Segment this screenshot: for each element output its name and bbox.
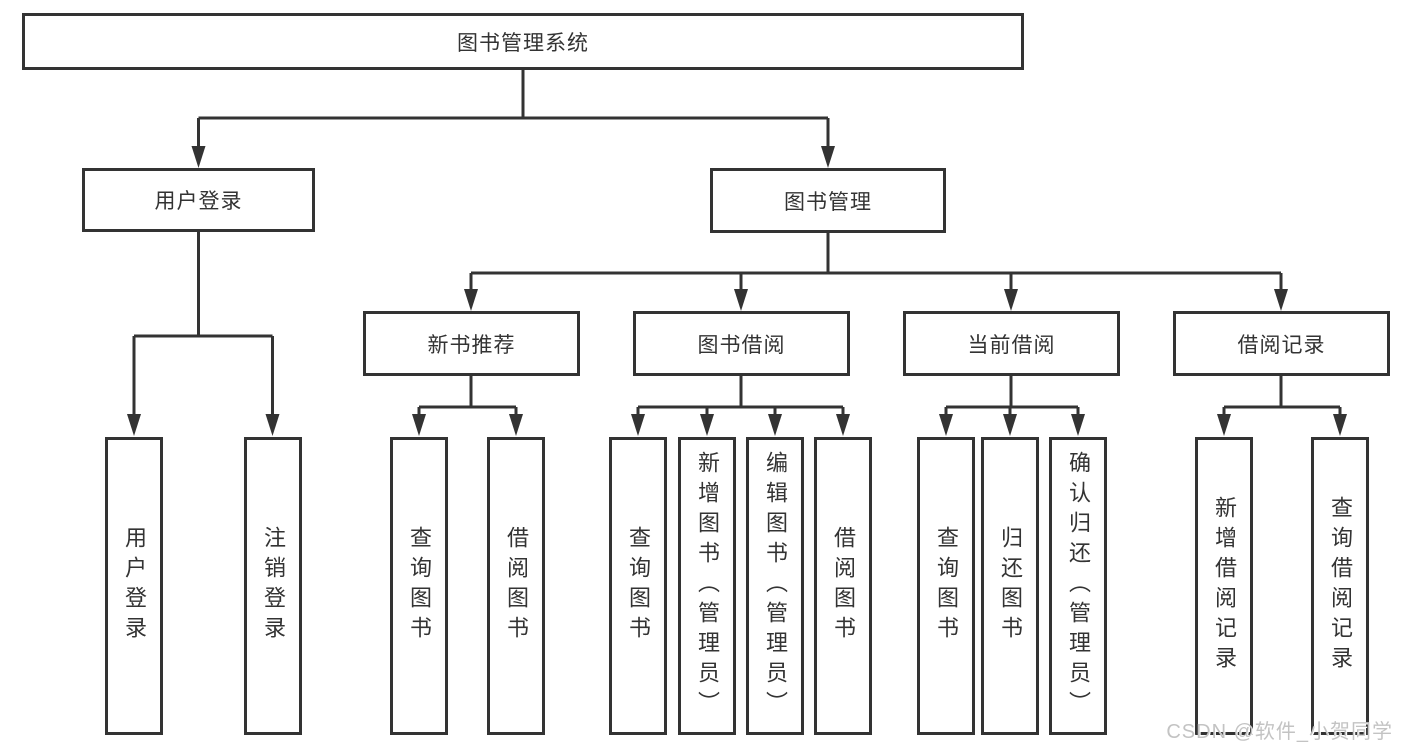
node-book-borrow: 图书借阅: [633, 311, 850, 376]
leaf-confirm-return-admin: 确认归还（管理员）: [1049, 437, 1107, 735]
leaf-user-login-label: 用户登录: [122, 526, 147, 646]
node-current-borrow: 当前借阅: [903, 311, 1120, 376]
leaf-borrow-books: 借阅图书: [814, 437, 872, 735]
leaf-borrow-books-label: 借阅图书: [831, 526, 856, 646]
node-new-book-recommend: 新书推荐: [363, 311, 580, 376]
leaf-return-books: 归还图书: [981, 437, 1039, 735]
leaf-newbook-query-books: 查询图书: [390, 437, 448, 735]
leaf-edit-books-admin: 编辑图书（管理员）: [746, 437, 804, 735]
leaf-user-login: 用户登录: [105, 437, 163, 735]
watermark: CSDN @软件_小贺同学: [1166, 721, 1393, 743]
leaf-add-books-admin-label: 新增图书（管理员）: [695, 451, 720, 721]
leaf-borrow-query-books-label: 查询图书: [626, 526, 651, 646]
leaf-return-books-label: 归还图书: [998, 526, 1023, 646]
leaf-borrow-query-books: 查询图书: [609, 437, 667, 735]
leaf-add-borrow-record-label: 新增借阅记录: [1212, 496, 1237, 676]
leaf-confirm-return-admin-label: 确认归还（管理员）: [1066, 451, 1091, 721]
leaf-current-query-books-label: 查询图书: [934, 526, 959, 646]
node-book-management: 图书管理: [710, 168, 946, 233]
leaf-current-query-books: 查询图书: [917, 437, 975, 735]
node-user-login: 用户登录: [82, 168, 315, 232]
leaf-query-borrow-record-label: 查询借阅记录: [1328, 496, 1353, 676]
leaf-query-borrow-record: 查询借阅记录: [1311, 437, 1369, 735]
leaf-add-books-admin: 新增图书（管理员）: [678, 437, 736, 735]
node-borrow-records: 借阅记录: [1173, 311, 1390, 376]
node-system-root: 图书管理系统: [22, 13, 1024, 70]
leaf-newbook-borrow-books-label: 借阅图书: [504, 526, 529, 646]
leaf-newbook-query-books-label: 查询图书: [407, 526, 432, 646]
leaf-logout-label: 注销登录: [261, 526, 286, 646]
leaf-logout: 注销登录: [244, 437, 302, 735]
leaf-newbook-borrow-books: 借阅图书: [487, 437, 545, 735]
arrowhead-icons: [127, 146, 1347, 436]
leaf-add-borrow-record: 新增借阅记录: [1195, 437, 1253, 735]
leaf-edit-books-admin-label: 编辑图书（管理员）: [763, 451, 788, 721]
